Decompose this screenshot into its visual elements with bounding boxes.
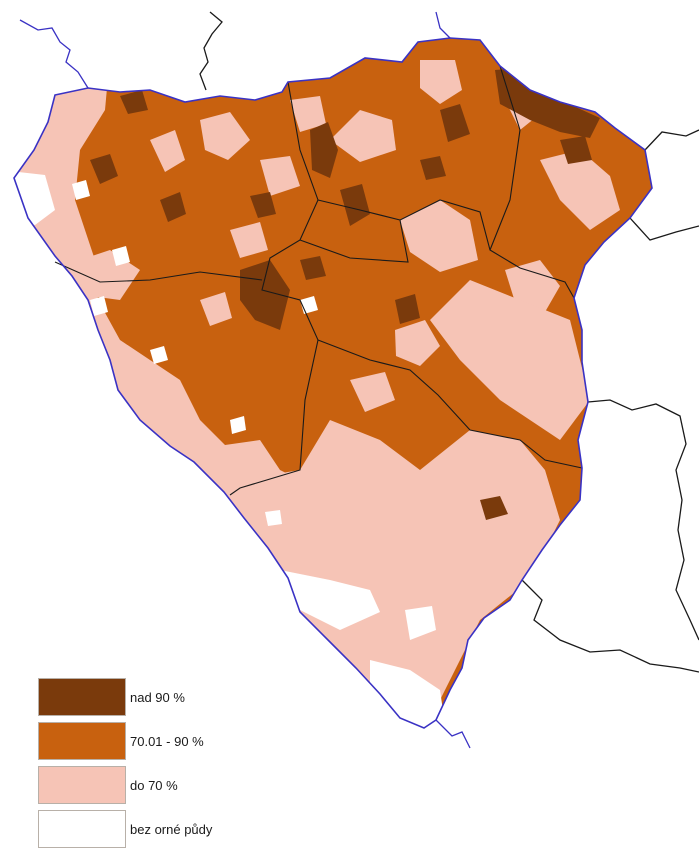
district-border-e [489,65,521,251]
border-south [435,719,471,749]
district-border-f [317,199,401,221]
district-border-a [229,81,319,496]
legend-swatch-70-90 [38,722,126,760]
legend-label-nad-90: nad 90 % [130,690,185,705]
border-east-middle [629,217,699,241]
class-nad-90-areas [90,68,600,520]
district-border-b [54,261,263,283]
border-north-east [435,11,451,39]
district-borders [54,65,583,496]
border-east-upper [644,129,699,151]
region-outline [13,37,653,729]
class-bez-areas [14,170,450,728]
border-south-east [521,579,699,673]
legend-swatch-do-70 [38,766,126,804]
legend-label-do-70: do 70 % [130,778,178,793]
legend-swatch-nad-90 [38,678,126,716]
district-border-c [299,199,575,299]
neighbouring-borders [19,11,699,749]
border-east-lower [587,399,699,641]
border-north-west [19,19,89,89]
legend-label-70-90: 70.01 - 90 % [130,734,204,749]
legend-label-bez: bez orné půdy [130,822,213,837]
legend-swatch-bez [38,810,126,848]
border-north-centre [199,11,223,91]
district-border-d [317,339,583,469]
